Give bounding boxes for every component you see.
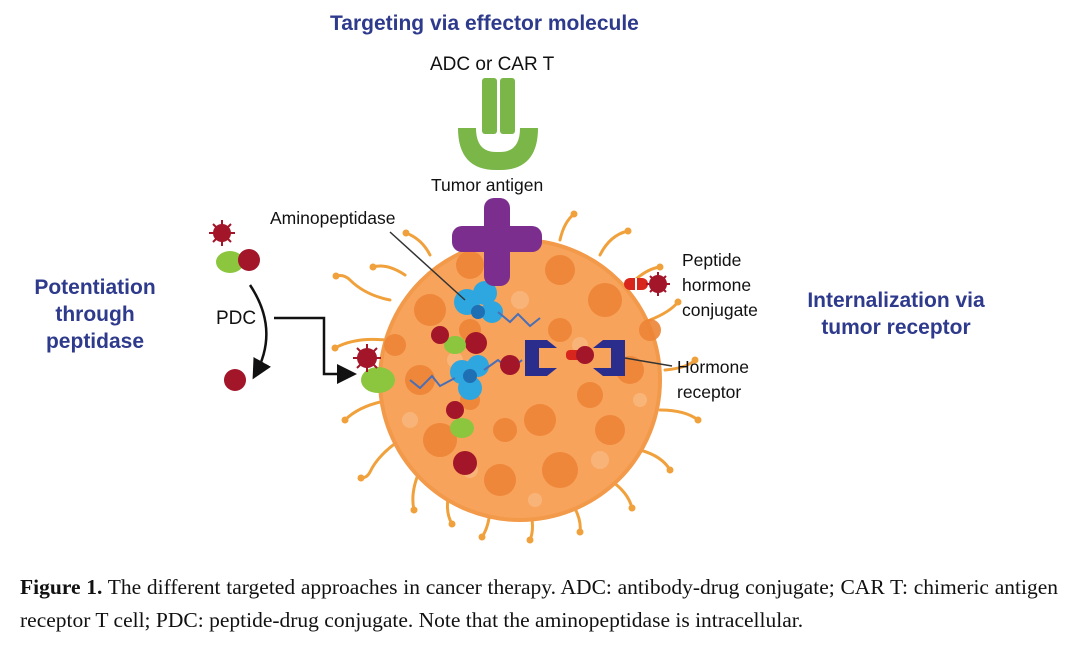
aminopeptidase-label: Aminopeptidase xyxy=(270,208,396,228)
intracellular-payload xyxy=(453,332,520,475)
antibody-icon xyxy=(458,78,538,170)
peptide-conjugate-label: Peptide hormone conjugate xyxy=(682,248,758,323)
targeting-diagram xyxy=(209,78,702,544)
release-arrow xyxy=(248,284,272,380)
pdc-label: PDC xyxy=(216,308,257,329)
aminopeptidase-cluster-top xyxy=(454,281,503,323)
hormone-receptor-line-2: receptor xyxy=(677,382,742,402)
tumor-antigen-icon xyxy=(452,198,542,286)
peptide-label-line-2: hormone xyxy=(682,275,752,295)
aminopeptidase-pointer xyxy=(389,231,466,301)
peptide-label-line-3: conjugate xyxy=(682,300,758,320)
intracellular-drug-star xyxy=(431,326,464,419)
right-heading: Internalization via tumor receptor xyxy=(796,287,996,341)
peptide-label-line-1: Peptide xyxy=(682,250,742,270)
aminopeptidase-cluster-bottom xyxy=(450,355,489,400)
delivery-arrow xyxy=(274,316,357,384)
hormone-receptor-line-1: Hormone xyxy=(677,357,749,377)
pdc-membrane xyxy=(353,344,395,393)
effector-label: ADC or CAR T xyxy=(430,54,555,75)
hormone-receptor-label: Hormone receptor xyxy=(677,355,749,405)
tumor-cell xyxy=(378,238,662,522)
right-heading-line-1: Internalization via xyxy=(807,289,985,312)
hormone-receptor xyxy=(525,340,673,376)
left-heading: Potentiation through peptidase xyxy=(30,274,160,355)
figure-caption: Figure 1. The different targeted approac… xyxy=(20,571,1058,637)
left-heading-line-2: through xyxy=(55,303,135,326)
caption-label: Figure 1. xyxy=(20,575,103,599)
projection-tips xyxy=(331,210,702,544)
tumor-antigen-label: Tumor antigen xyxy=(431,175,544,195)
left-heading-line-3: peptidase xyxy=(45,330,145,353)
intracellular-peptide xyxy=(444,336,474,438)
peptide-hormone-conjugate-icon xyxy=(624,272,670,296)
released-payload xyxy=(224,369,246,391)
top-heading: Targeting via effector molecule xyxy=(330,12,639,35)
free-pdc-icon xyxy=(209,220,260,273)
right-heading-line-2: tumor receptor xyxy=(821,316,971,339)
caption-text: The different targeted approaches in can… xyxy=(20,575,1058,632)
left-heading-line-1: Potentiation xyxy=(34,276,156,299)
